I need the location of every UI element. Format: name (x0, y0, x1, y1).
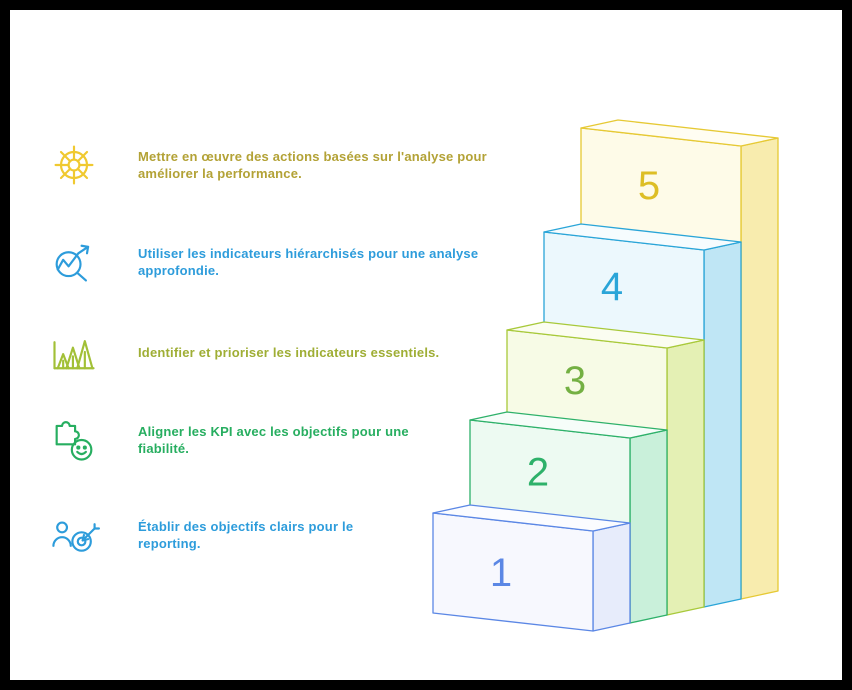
step-2-side-face (629, 429, 668, 624)
step-4-side-face (703, 241, 742, 608)
list-item-step-3: Identifier et prioriser les indicateurs … (48, 324, 533, 380)
target-person-icon (48, 509, 100, 561)
step-4-number: 4 (601, 265, 623, 309)
staircase-diagram: 5 4 3 2 1 (432, 119, 779, 632)
step-1-top-face (432, 504, 631, 532)
trend-magnifier-icon (48, 236, 100, 288)
step-5-side-face (740, 137, 779, 600)
list-item-step-1: Établir des objectifs clairs pour le rep… (48, 507, 533, 563)
step-5-number: 5 (638, 164, 660, 208)
step-1-side-face (592, 522, 631, 632)
step-1-number: 1 (490, 551, 512, 595)
step-2-top-face (469, 411, 668, 439)
step-3-top-face (506, 321, 705, 349)
list-item-step-2: Aligner les KPI avec les objectifs pour … (48, 412, 533, 468)
step-description: Identifier et prioriser les indicateurs … (138, 344, 440, 360)
list-item-step-5: Mettre en œuvre des actions basées sur l… (48, 137, 533, 193)
step-2-number: 2 (527, 451, 549, 495)
helm-icon (48, 139, 100, 191)
step-description: Aligner les KPI avec les objectifs pour … (138, 424, 409, 456)
step-3-number: 3 (564, 359, 586, 403)
infographic-canvas: 5 4 3 2 1 Mettre en œuvre des actions basées… (10, 10, 842, 680)
step-description: Établir des objectifs clairs pour le rep… (138, 519, 354, 551)
peaks-chart-icon (48, 326, 100, 378)
step-5-top-face (580, 119, 779, 147)
list-item-step-4: Utiliser les indicateurs hiérarchisés po… (48, 234, 533, 290)
puzzle-smiley-icon (48, 414, 100, 466)
step-description: Utiliser les indicateurs hiérarchisés po… (138, 246, 479, 278)
step-3-side-face (666, 339, 705, 616)
step-4-top-face (543, 223, 742, 251)
step-description: Mettre en œuvre des actions basées sur l… (138, 149, 487, 181)
